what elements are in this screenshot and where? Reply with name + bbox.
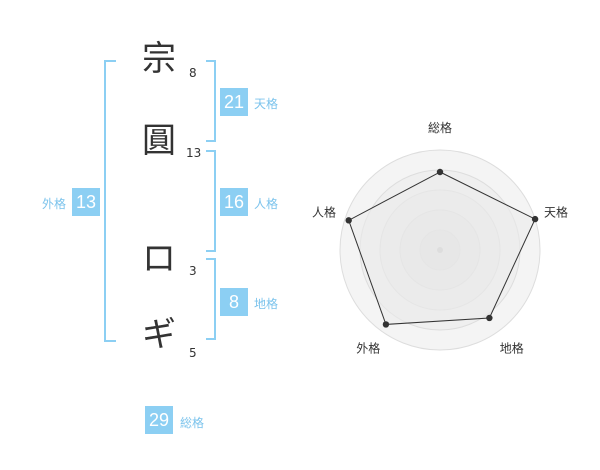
gaikaku-bracket bbox=[104, 60, 116, 342]
gaikaku-value: 13 bbox=[72, 188, 100, 216]
soukaku-label: 総格 bbox=[180, 416, 205, 430]
name-char-4: ギ bbox=[142, 315, 176, 355]
stroke-count-3: 3 bbox=[189, 264, 197, 278]
radar-axis-label: 外格 bbox=[356, 341, 380, 356]
radar-point-5 bbox=[345, 217, 352, 224]
radar-axis-label: 人格 bbox=[312, 204, 336, 219]
stroke-count-2: 13 bbox=[186, 146, 202, 160]
tenkaku-value: 21 bbox=[220, 88, 248, 116]
radar-axis-label: 地格 bbox=[500, 341, 524, 356]
radar-point-3 bbox=[486, 314, 493, 322]
radar-point-4 bbox=[382, 321, 390, 328]
stroke-count-4: 5 bbox=[189, 346, 197, 360]
tenkaku-bracket bbox=[206, 60, 216, 142]
jinkaku-value: 16 bbox=[220, 188, 248, 216]
chikaku-value: 8 bbox=[220, 288, 248, 316]
name-char-1: 宗 bbox=[142, 39, 176, 79]
radar-point-2 bbox=[531, 215, 539, 223]
name-char-2: 圓 bbox=[142, 121, 176, 161]
jinkaku-label: 人格 bbox=[254, 197, 279, 211]
radar-axis-label: 総格 bbox=[428, 120, 452, 135]
soukaku-value: 29 bbox=[145, 406, 173, 434]
chikaku-bracket bbox=[206, 258, 216, 340]
name-char-3: ロ bbox=[142, 239, 176, 279]
radar-point-1 bbox=[436, 168, 444, 176]
radar-polygon bbox=[348, 171, 536, 325]
stroke-count-1: 8 bbox=[189, 66, 197, 80]
chikaku-label: 地格 bbox=[254, 297, 279, 311]
tenkaku-label: 天格 bbox=[254, 97, 279, 111]
gaikaku-label: 外格 bbox=[42, 197, 67, 211]
radar-axis-label: 天格 bbox=[544, 204, 568, 219]
jinkaku-bracket bbox=[206, 150, 216, 252]
